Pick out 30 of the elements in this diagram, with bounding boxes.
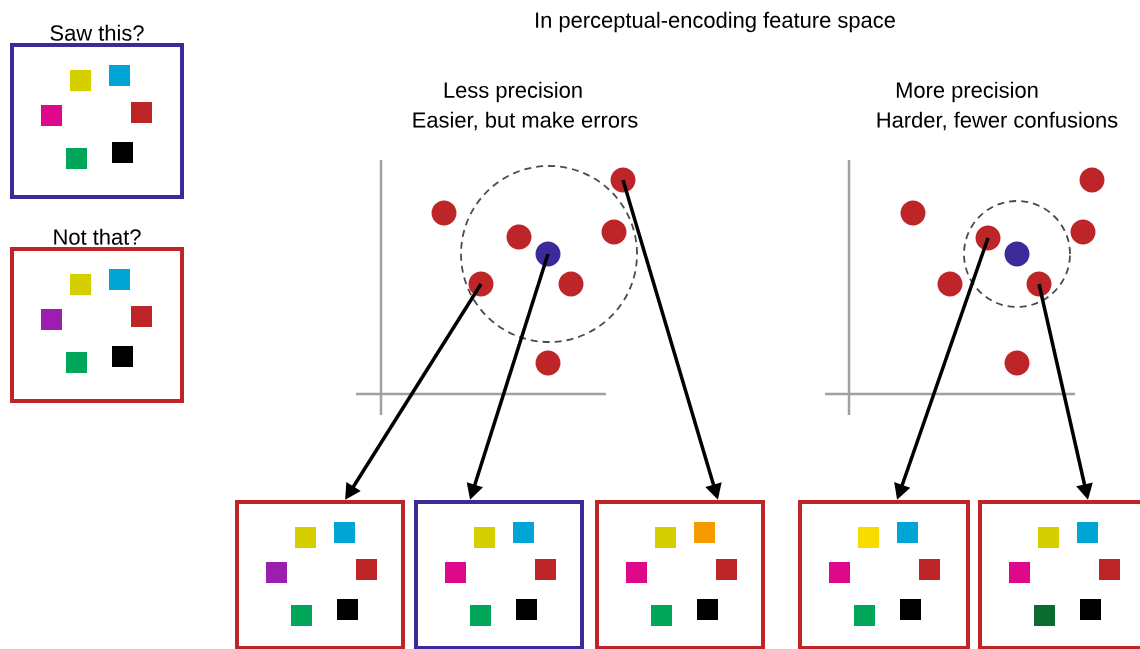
node-label: Not that? [54,228,141,245]
title: In perceptual-encoding feature space [536,11,895,33]
data-point [975,225,1001,251]
data-point [1070,219,1096,245]
data-point [506,224,532,250]
caption-text: More precision [896,81,1038,103]
data-point [1004,350,1030,376]
caption-text: Less precision [444,81,582,103]
data-point [937,271,963,297]
data-point [468,271,494,297]
caption-text: Harder, fewer confusions [877,111,1118,131]
picture-box: Saw this? [10,24,184,199]
picture-box [798,500,970,649]
data-point [558,271,584,297]
picture-box [978,500,1140,649]
data-point [900,200,926,226]
picture-box: Not that? [10,228,184,403]
data-point [610,167,636,193]
data-point [601,219,627,245]
caption-text: Easier, but make errors [413,111,638,131]
picture-box [595,500,765,649]
data-point [535,350,561,376]
node-label: Saw this? [50,24,144,41]
picture-box [414,500,584,649]
data-point [1026,271,1052,297]
data-point [1004,241,1030,267]
data-point [1079,167,1105,193]
data-point [431,200,457,226]
data-point [535,241,561,267]
picture-box [235,500,405,649]
